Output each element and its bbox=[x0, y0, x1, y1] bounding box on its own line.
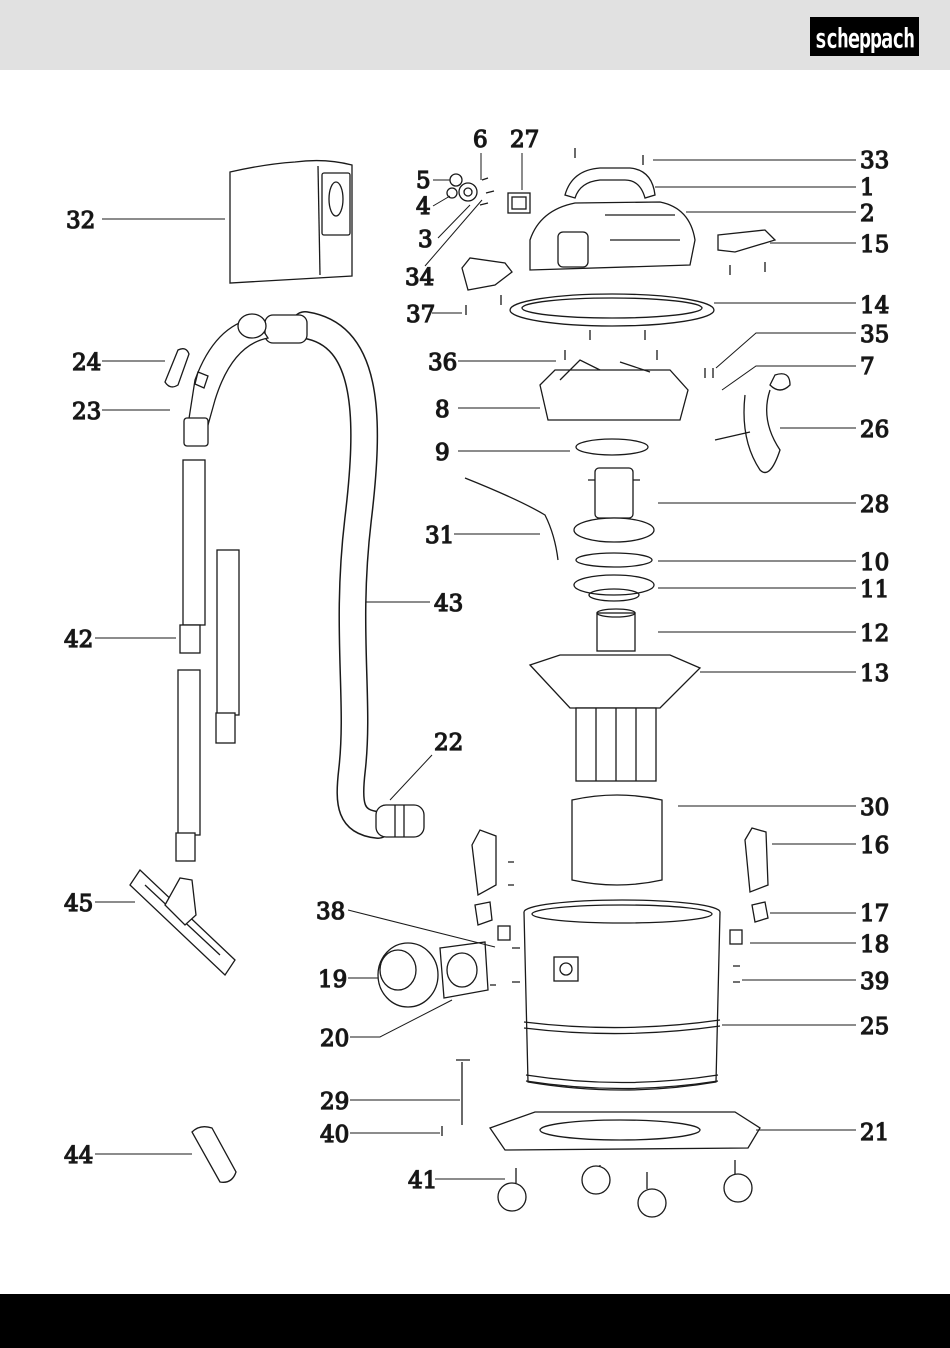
label-34: 34 bbox=[405, 265, 434, 291]
label-15: 15 bbox=[860, 232, 889, 258]
ring-part-9 bbox=[576, 439, 648, 455]
label-4: 4 bbox=[416, 194, 431, 220]
filter-cage-part-13 bbox=[530, 655, 700, 781]
label-13: 13 bbox=[860, 661, 889, 687]
switch-part-27 bbox=[508, 193, 530, 213]
label-7: 7 bbox=[860, 354, 875, 380]
ring-part-11 bbox=[574, 575, 654, 601]
filter-bag-part-32 bbox=[230, 161, 352, 283]
label-36: 36 bbox=[428, 350, 457, 376]
label-6: 6 bbox=[473, 127, 488, 153]
label-19: 19 bbox=[318, 967, 347, 993]
label-41: 41 bbox=[408, 1168, 437, 1194]
leader-22 bbox=[390, 755, 432, 800]
curved-handle-part-23 bbox=[184, 314, 268, 446]
filter-sleeve-part-12 bbox=[597, 609, 635, 651]
label-42: 42 bbox=[64, 627, 93, 653]
footer-band bbox=[0, 1294, 950, 1348]
filter-cartridge-part-30 bbox=[572, 795, 662, 885]
label-39: 39 bbox=[860, 969, 889, 995]
leader-35 bbox=[716, 333, 856, 368]
label-14: 14 bbox=[860, 293, 889, 319]
leader-34 bbox=[425, 200, 482, 266]
leader-38 bbox=[348, 910, 495, 947]
label-38: 38 bbox=[316, 899, 345, 925]
label-1: 1 bbox=[860, 175, 875, 201]
label-9: 9 bbox=[435, 440, 450, 466]
label-20: 20 bbox=[320, 1026, 349, 1052]
latch-left-part-16 bbox=[472, 830, 514, 895]
label-35: 35 bbox=[860, 322, 889, 348]
label-16: 16 bbox=[860, 833, 889, 859]
inlet-flange-part-19 bbox=[378, 943, 438, 1007]
suction-hose-part-43 bbox=[265, 315, 424, 837]
extension-tubes-part-42 bbox=[176, 460, 239, 861]
knob-assembly-parts-3-4-5-6 bbox=[447, 174, 494, 205]
carry-handle-part-1 bbox=[565, 168, 655, 198]
label-3: 3 bbox=[418, 227, 433, 253]
label-33: 33 bbox=[860, 148, 889, 174]
label-40: 40 bbox=[320, 1122, 349, 1148]
label-31: 31 bbox=[425, 523, 454, 549]
label-8: 8 bbox=[435, 397, 450, 423]
screws-part-33 bbox=[575, 148, 643, 165]
label-45: 45 bbox=[64, 891, 93, 917]
label-12: 12 bbox=[860, 621, 889, 647]
label-28: 28 bbox=[860, 492, 889, 518]
label-29: 29 bbox=[320, 1089, 349, 1115]
label-24: 24 bbox=[72, 350, 101, 376]
label-11: 11 bbox=[860, 577, 889, 603]
label-17: 17 bbox=[860, 901, 889, 927]
castor-base-part-21 bbox=[490, 1112, 760, 1150]
bracket-part-37 bbox=[462, 258, 512, 315]
label-32: 32 bbox=[66, 208, 95, 234]
label-27: 27 bbox=[510, 127, 539, 153]
label-2: 2 bbox=[860, 201, 875, 227]
leader-4 bbox=[433, 196, 450, 206]
power-cable-part-26 bbox=[715, 374, 790, 473]
leader-lines bbox=[95, 153, 856, 1179]
label-5: 5 bbox=[416, 168, 431, 194]
castors-part-41 bbox=[498, 1160, 752, 1217]
label-44: 44 bbox=[64, 1143, 93, 1169]
wire-part-31 bbox=[465, 478, 558, 560]
inlet-plate-part-20 bbox=[440, 942, 488, 998]
label-37: 37 bbox=[406, 302, 435, 328]
label-10: 10 bbox=[860, 550, 889, 576]
label-18: 18 bbox=[860, 932, 889, 958]
tank-part-25 bbox=[524, 900, 720, 1090]
label-25: 25 bbox=[860, 1014, 889, 1040]
label-30: 30 bbox=[860, 795, 889, 821]
latch-right-part-16 bbox=[745, 828, 768, 892]
label-21: 21 bbox=[860, 1120, 889, 1146]
motor-part-28 bbox=[574, 468, 654, 542]
crevice-nozzle-part-44 bbox=[192, 1127, 236, 1183]
seal-ring-part-14 bbox=[510, 294, 714, 326]
ring-part-10 bbox=[576, 553, 652, 567]
cable-holder-part-15 bbox=[718, 230, 775, 275]
motor-housing-part-8 bbox=[540, 330, 713, 420]
floor-nozzle-part-45 bbox=[130, 870, 235, 975]
handle-clip-part-24 bbox=[165, 349, 189, 387]
label-26: 26 bbox=[860, 417, 889, 443]
label-43: 43 bbox=[434, 591, 463, 617]
motor-head-part-2 bbox=[530, 202, 695, 270]
rod-part-29 bbox=[456, 1060, 470, 1125]
label-22: 22 bbox=[434, 730, 463, 756]
label-23: 23 bbox=[72, 399, 101, 425]
